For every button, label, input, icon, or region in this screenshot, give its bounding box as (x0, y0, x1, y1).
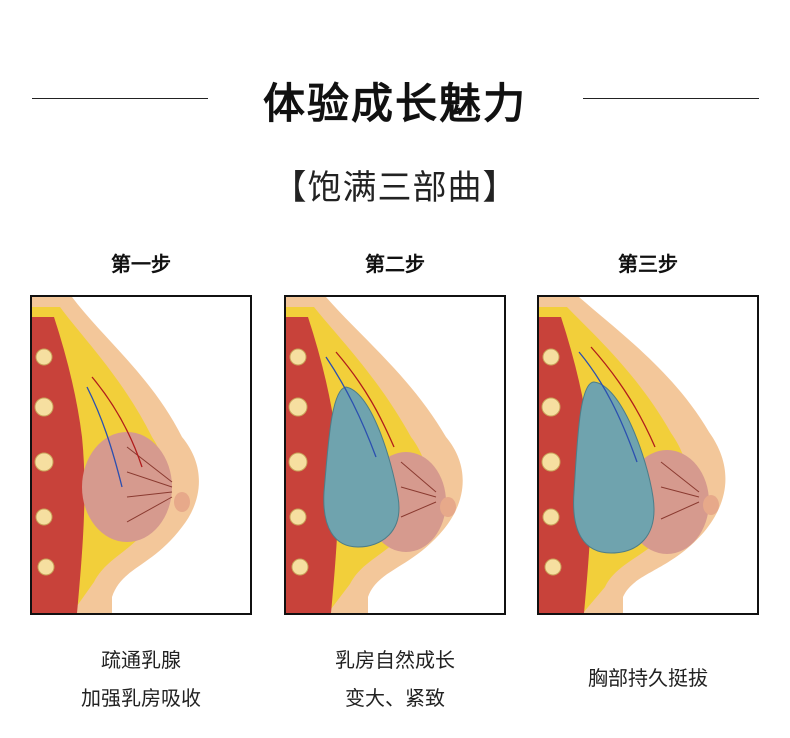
step-caption: 胸部持久挺拔 (537, 659, 759, 697)
step-label: 第一步 (111, 252, 171, 276)
page-title: 体验成长魅力 (262, 79, 527, 128)
caption-line-1: 疏通乳腺 (101, 648, 181, 672)
caption-line-1: 乳房自然成长 (335, 648, 455, 672)
caption-line-2: 变大、紧致 (345, 686, 445, 710)
caption-line-2: 加强乳房吸收 (81, 686, 201, 710)
title-divider-right (583, 98, 759, 99)
title-divider-left (32, 98, 208, 99)
breast-anatomy-illustration (537, 295, 759, 615)
step-caption: 疏通乳腺 加强乳房吸收 (30, 641, 252, 717)
breast-anatomy-illustration (284, 295, 506, 615)
step-label: 第二步 (365, 252, 425, 276)
caption-line-1: 胸部持久挺拔 (588, 666, 708, 690)
breast-anatomy-illustration (30, 295, 252, 615)
step-card-2: 第二步 乳房自然成长 变大、紧致 (284, 248, 506, 717)
page-subtitle: 【饱满三部曲】 (272, 168, 518, 208)
step-card-3: 第三步 胸部持久挺拔 (537, 248, 759, 697)
step-label: 第三步 (618, 252, 678, 276)
step-card-1: 第一步 疏通乳腺 加强乳房吸收 (30, 248, 252, 717)
step-caption: 乳房自然成长 变大、紧致 (284, 641, 506, 717)
